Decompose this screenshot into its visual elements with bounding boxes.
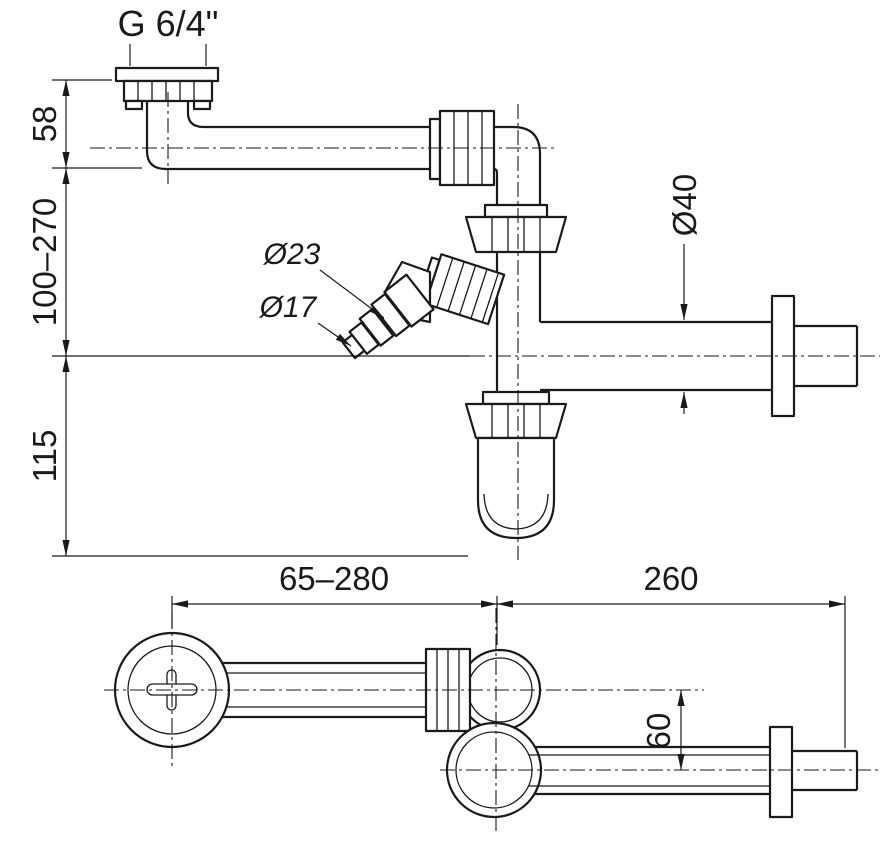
- thread-dimension: G 6/4": [118, 3, 219, 66]
- side-view: G 6/4" 58 100–270 115 Ø23 Ø17 Ø40: [26, 3, 880, 560]
- dim-65-280-label: 65–280: [279, 560, 389, 597]
- dim-60-label: 60: [640, 713, 677, 750]
- plan-wall-flange: [768, 725, 794, 819]
- hose-dimensions: Ø23 Ø17: [259, 238, 385, 347]
- height-dimensions: 58 100–270 115: [26, 79, 470, 557]
- sink-thread-nut: [114, 66, 220, 111]
- dia-40-label: Ø40: [666, 174, 703, 236]
- plan-view: 65–280 260 60: [104, 560, 880, 832]
- trap-union-lower: [464, 390, 568, 440]
- plan-body: [213, 661, 426, 719]
- trap-union-upper: [464, 203, 568, 254]
- trap-cup: [476, 436, 556, 540]
- plan-centerlines: [104, 608, 880, 832]
- inlet-pipe: [145, 101, 438, 171]
- dim-100-270-label: 100–270: [26, 198, 63, 326]
- outlet-diameter-dimension: Ø40: [666, 174, 703, 414]
- side-centerlines: [90, 92, 880, 560]
- offset-dimension: 60: [640, 690, 685, 770]
- dim-58-label: 58: [26, 106, 63, 143]
- hose-connector: [341, 253, 506, 360]
- length-dimensions: 65–280 260: [171, 560, 846, 748]
- trap-body: [493, 125, 542, 392]
- dim-260-label: 260: [643, 560, 698, 597]
- dim-115-label: 115: [26, 430, 63, 483]
- dia-17-label: Ø17: [259, 291, 318, 324]
- dia-23-label: Ø23: [263, 238, 321, 271]
- thread-size-label: G 6/4": [118, 3, 219, 44]
